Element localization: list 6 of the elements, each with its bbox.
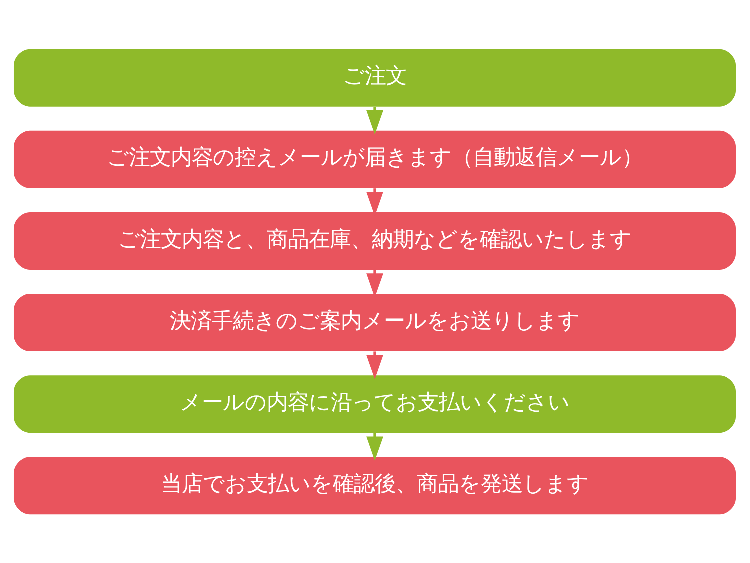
- node-box: メールの内容に沿ってお支払いください: [14, 375, 736, 433]
- node-box: ご注文内容と、商品在庫、納期などを確認いたします: [14, 212, 736, 270]
- node-box: ご注文: [14, 48, 736, 106]
- node-box: 決済手続きのご案内メールをお送りします: [14, 294, 736, 352]
- node-box: ご注文内容の控えメールが届きます（自動返信メール）: [14, 130, 736, 188]
- node-box: 当店でお支払いを確認後、商品を発送します: [14, 456, 736, 514]
